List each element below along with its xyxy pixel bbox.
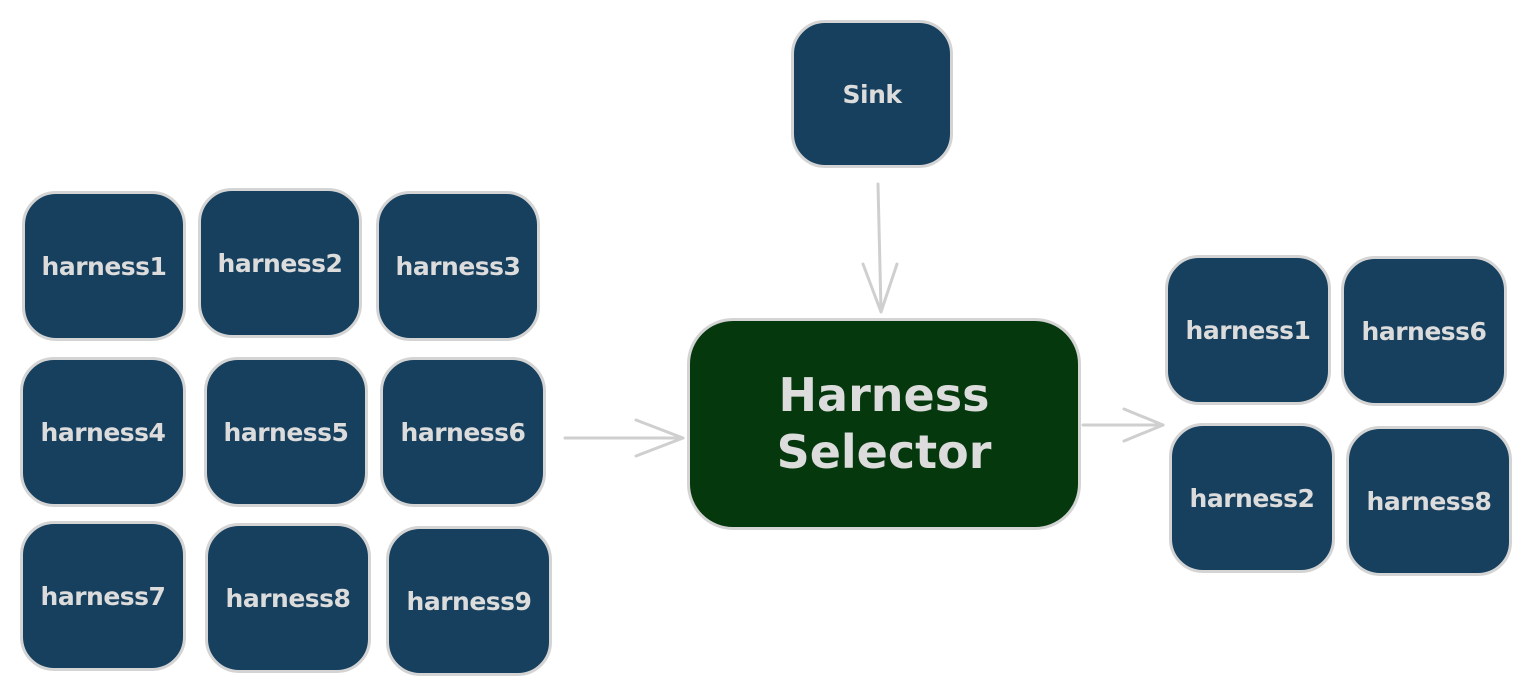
input-harness-label: harness5 [223, 417, 349, 447]
input-harness-node[interactable]: harness1 [22, 191, 186, 341]
input-harness-label: harness4 [40, 417, 166, 447]
sink-label: Sink [842, 79, 903, 109]
input-harness-label: harness2 [217, 248, 343, 278]
input-harness-label: harness6 [400, 417, 526, 447]
output-harness-label: harness1 [1185, 315, 1311, 345]
arrowhead-sink-to-selector [861, 262, 899, 314]
input-harness-node[interactable]: harness3 [376, 191, 540, 341]
input-harness-label: harness9 [406, 586, 532, 616]
output-harness-node[interactable]: harness6 [1341, 256, 1507, 406]
harness-selector-node[interactable]: Harness Selector [687, 318, 1081, 530]
output-harness-node[interactable]: harness1 [1165, 255, 1331, 405]
input-harness-label: harness8 [225, 583, 351, 613]
input-harness-node[interactable]: harness8 [205, 523, 371, 673]
output-harness-node[interactable]: harness2 [1169, 423, 1335, 573]
output-harness-node[interactable]: harness8 [1346, 426, 1512, 576]
input-harness-node[interactable]: harness2 [198, 188, 362, 338]
output-harness-label: harness8 [1366, 486, 1492, 516]
input-harness-node[interactable]: harness4 [20, 357, 186, 507]
output-harness-label: harness2 [1189, 483, 1315, 513]
input-harness-node[interactable]: harness7 [20, 521, 186, 671]
arrowhead-inputs-to-selector [634, 418, 685, 458]
input-harness-label: harness1 [41, 251, 167, 281]
input-harness-node[interactable]: harness9 [386, 526, 552, 676]
input-harness-label: harness3 [395, 251, 521, 281]
output-harness-label: harness6 [1361, 316, 1487, 346]
harness-selector-label: Harness Selector [776, 367, 992, 480]
arrowhead-selector-to-outputs [1122, 407, 1165, 443]
input-harness-label: harness7 [40, 581, 166, 611]
sink-node[interactable]: Sink [791, 20, 953, 168]
input-harness-node[interactable]: harness5 [204, 357, 368, 507]
arrow-sink-to-selector [876, 182, 883, 312]
input-harness-node[interactable]: harness6 [380, 357, 546, 507]
